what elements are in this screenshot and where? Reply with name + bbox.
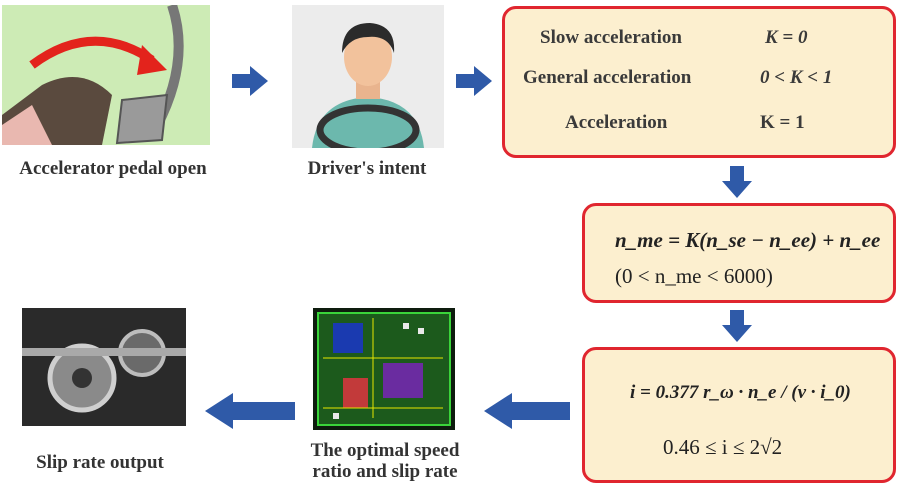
accelerator-pedal-image bbox=[2, 5, 210, 145]
target-speed-box: n_me = K(n_se − n_ee) + n_ee (0 < n_me <… bbox=[582, 203, 896, 303]
speed-ratio-box: i = 0.377 r_ω · n_e / (v · i_0) 0.46 ≤ i… bbox=[582, 347, 896, 483]
transmission-image bbox=[22, 308, 186, 426]
circuit-board-image bbox=[313, 308, 455, 430]
arrow-right-icon bbox=[232, 66, 268, 96]
arrow-down-icon bbox=[722, 166, 752, 198]
optimal-ratio-label-line1: The optimal speed bbox=[310, 440, 460, 461]
driver-image bbox=[292, 5, 444, 148]
intent-label-general: General acceleration bbox=[523, 67, 692, 88]
driver-label: Driver's intent bbox=[307, 158, 427, 179]
speed-formula: n_me = K(n_se − n_ee) + n_ee bbox=[615, 228, 881, 252]
intent-label-acceleration: Acceleration bbox=[565, 112, 668, 133]
arrow-down-icon bbox=[722, 310, 752, 342]
intent-cond-slow: K = 0 bbox=[765, 27, 808, 48]
intent-label-slow: Slow acceleration bbox=[540, 27, 682, 48]
ratio-range: 0.46 ≤ i ≤ 2√2 bbox=[663, 435, 783, 459]
driver-intent-box: Slow acceleration K = 0 General accelera… bbox=[502, 6, 896, 158]
intent-cond-general: 0 < K < 1 bbox=[760, 67, 833, 88]
ratio-formula: i = 0.377 r_ω · n_e / (v · i_0) bbox=[630, 382, 851, 403]
pedal-label: Accelerator pedal open bbox=[19, 158, 207, 179]
speed-range: (0 < n_me < 6000) bbox=[615, 264, 773, 288]
slip-rate-output-label: Slip rate output bbox=[36, 452, 164, 473]
arrow-left-icon bbox=[484, 393, 570, 429]
optimal-ratio-label-line2: ratio and slip rate bbox=[312, 461, 458, 482]
intent-cond-acceleration: K = 1 bbox=[760, 112, 805, 133]
arrow-left-icon bbox=[205, 393, 295, 429]
arrow-right-icon bbox=[456, 66, 492, 96]
